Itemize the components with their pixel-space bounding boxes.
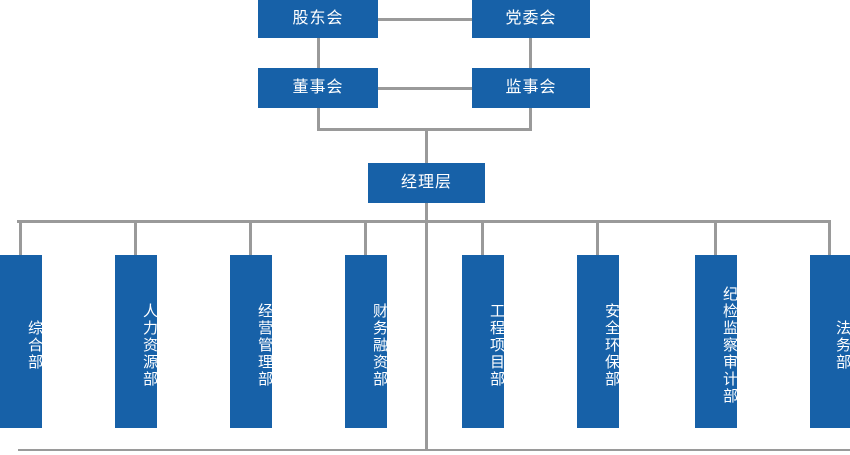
connector-shareholders-board (317, 38, 320, 68)
node-safety-environment-label: 安全环保部 (603, 303, 620, 388)
node-party-committee-label: 党委会 (505, 10, 557, 27)
node-finance-financing-label: 财务融资部 (371, 303, 388, 388)
node-discipline-audit-label: 纪检监察审计部 (721, 286, 738, 405)
node-legal-affairs-label: 法务部 (834, 320, 850, 371)
node-human-resources-label: 人力资源部 (141, 303, 158, 388)
node-engineering-project-label: 工程项目部 (488, 303, 505, 388)
node-board-of-directors[interactable]: 董事会 (258, 68, 378, 108)
node-party-committee[interactable]: 党委会 (472, 0, 590, 38)
drop-line-engineering (481, 220, 484, 256)
bottom-baseline (18, 449, 850, 451)
node-general-affairs-label: 综合部 (26, 320, 43, 371)
node-board-of-supervisors-label: 监事会 (505, 79, 557, 96)
connector-party-supervisors (529, 38, 532, 68)
node-manager-layer-label: 经理层 (400, 174, 452, 191)
node-safety-environment[interactable]: 安全环保部 (577, 255, 620, 428)
connector-manager-to-bus (425, 203, 428, 223)
node-manager-layer[interactable]: 经理层 (368, 163, 485, 203)
connector-board-bracket-left (317, 108, 320, 131)
node-legal-affairs[interactable]: 法务部 (810, 255, 850, 428)
node-shareholders[interactable]: 股东会 (258, 0, 378, 38)
connector-board-supervisors (378, 87, 472, 90)
drop-line-human-resources (134, 220, 137, 256)
node-board-of-directors-label: 董事会 (292, 79, 344, 96)
node-general-affairs[interactable]: 综合部 (0, 255, 43, 428)
connector-bracket-bar (317, 128, 532, 131)
node-engineering-project[interactable]: 工程项目部 (462, 255, 505, 428)
drop-line-finance (364, 220, 367, 256)
drop-line-general-affairs (19, 220, 22, 256)
node-operations-management-label: 经营管理部 (256, 303, 273, 388)
center-spine-line (425, 220, 428, 450)
node-finance-financing[interactable]: 财务融资部 (345, 255, 388, 428)
node-discipline-audit[interactable]: 纪检监察审计部 (695, 255, 738, 428)
drop-line-discipline-audit (714, 220, 717, 256)
node-operations-management[interactable]: 经营管理部 (230, 255, 273, 428)
department-bus-line (17, 220, 831, 223)
node-human-resources[interactable]: 人力资源部 (115, 255, 158, 428)
node-board-of-supervisors[interactable]: 监事会 (472, 68, 590, 108)
connector-bracket-to-manager (425, 128, 428, 163)
drop-line-safety-environment (596, 220, 599, 256)
node-shareholders-label: 股东会 (292, 10, 344, 27)
drop-line-operations (249, 220, 252, 256)
connector-shareholders-party (378, 18, 472, 21)
connector-supervisors-bracket-right (529, 108, 532, 131)
drop-line-legal-affairs (828, 220, 831, 256)
